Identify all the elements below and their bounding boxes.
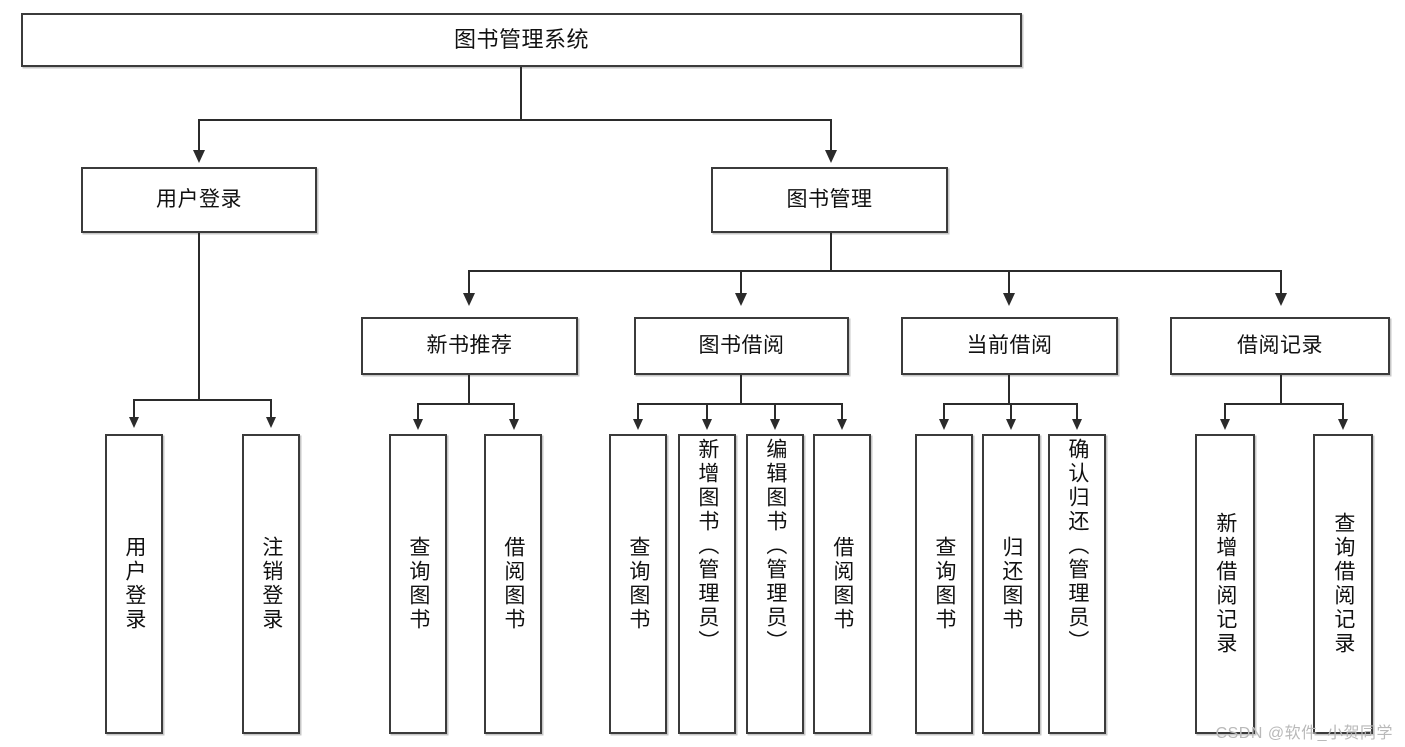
connector-user-login-to-leaf-2 <box>270 399 272 419</box>
node-label: 查询图书 <box>406 536 430 632</box>
arrowhead-user-login-leaf-1 <box>129 417 139 428</box>
connector-root-stem <box>520 67 522 120</box>
node-label: 查询图书 <box>932 536 956 632</box>
connector-book-management-stem <box>830 233 832 271</box>
connector-root-to-user-login <box>198 119 200 152</box>
node-label: 新增图书（管理员） <box>695 438 719 654</box>
connector-new-book-bus <box>417 403 514 405</box>
connector-book-borrow-stem <box>740 375 742 404</box>
arrowhead-root-to-book-management <box>825 150 837 163</box>
connector-bm-to-borrow-record <box>1280 270 1282 295</box>
connector-borrow-record-stem <box>1280 375 1282 404</box>
node-leaf-edit-book[interactable]: 编辑图书（管理员） <box>746 434 804 734</box>
connector-current-borrow-leaf-1 <box>943 403 945 420</box>
watermark-text: CSDN @软件_小贺同学 <box>1215 725 1393 742</box>
connector-root-to-book-management <box>830 119 832 152</box>
node-leaf-logout-login[interactable]: 注销登录 <box>242 434 300 734</box>
connector-current-borrow-leaf-3 <box>1076 403 1078 420</box>
arrowhead-new-book-leaf-2 <box>509 419 519 430</box>
node-label: 当前借阅 <box>966 333 1053 357</box>
connector-new-book-leaf-1 <box>417 403 419 420</box>
node-leaf-query-book-1[interactable]: 查询图书 <box>389 434 447 734</box>
arrowhead-book-borrow-leaf-4 <box>837 419 847 430</box>
node-root-system[interactable]: 图书管理系统 <box>21 13 1022 67</box>
arrowhead-borrow-record-leaf-1 <box>1220 419 1230 430</box>
connector-book-borrow-leaf-1 <box>637 403 639 420</box>
node-label: 借阅图书 <box>830 536 854 632</box>
connector-new-book-stem <box>468 375 470 404</box>
arrowhead-book-borrow-leaf-2 <box>702 419 712 430</box>
node-leaf-confirm-return[interactable]: 确认归还（管理员） <box>1048 434 1106 734</box>
node-user-login[interactable]: 用户登录 <box>81 167 317 233</box>
connector-current-borrow-leaf-2 <box>1010 403 1012 420</box>
node-leaf-add-record[interactable]: 新增借阅记录 <box>1195 434 1255 734</box>
node-leaf-query-book-2[interactable]: 查询图书 <box>609 434 667 734</box>
arrowhead-book-borrow-leaf-3 <box>770 419 780 430</box>
node-current-borrow[interactable]: 当前借阅 <box>901 317 1118 375</box>
node-label: 用户登录 <box>122 536 146 632</box>
connector-user-login-bus <box>133 399 271 401</box>
arrowhead-bm-to-book-borrow <box>735 293 747 306</box>
arrowhead-current-borrow-leaf-1 <box>939 419 949 430</box>
node-label: 查询图书 <box>626 536 650 632</box>
arrowhead-bm-to-new-book <box>463 293 475 306</box>
arrowhead-new-book-leaf-1 <box>413 419 423 430</box>
node-label: 新书推荐 <box>426 333 513 357</box>
connector-root-bus <box>198 119 832 121</box>
arrowhead-current-borrow-leaf-2 <box>1006 419 1016 430</box>
connector-borrow-record-leaf-1 <box>1224 403 1226 420</box>
connector-book-management-bus <box>468 270 1282 272</box>
arrowhead-bm-to-current-borrow <box>1003 293 1015 306</box>
node-label: 编辑图书（管理员） <box>763 438 787 654</box>
node-label: 新增借阅记录 <box>1213 512 1237 656</box>
node-leaf-user-login[interactable]: 用户登录 <box>105 434 163 734</box>
node-label: 用户登录 <box>156 187 242 211</box>
arrowhead-book-borrow-leaf-1 <box>633 419 643 430</box>
node-label: 确认归还（管理员） <box>1065 438 1089 654</box>
connector-book-borrow-bus <box>637 403 842 405</box>
node-new-book-recommend[interactable]: 新书推荐 <box>361 317 578 375</box>
node-leaf-query-book-3[interactable]: 查询图书 <box>915 434 973 734</box>
connector-user-login-to-leaf-1 <box>133 399 135 419</box>
node-label: 借阅记录 <box>1237 333 1323 357</box>
connector-book-borrow-leaf-3 <box>774 403 776 420</box>
arrowhead-user-login-leaf-2 <box>266 417 276 428</box>
node-book-borrow[interactable]: 图书借阅 <box>634 317 849 375</box>
node-leaf-return-book[interactable]: 归还图书 <box>982 434 1040 734</box>
connector-bm-to-current-borrow <box>1008 270 1010 295</box>
arrowhead-borrow-record-leaf-2 <box>1338 419 1348 430</box>
node-label: 图书管理 <box>786 187 873 211</box>
arrowhead-root-to-user-login <box>193 150 205 163</box>
node-leaf-query-record[interactable]: 查询借阅记录 <box>1313 434 1373 734</box>
node-leaf-add-book[interactable]: 新增图书（管理员） <box>678 434 736 734</box>
node-label: 借阅图书 <box>501 536 525 632</box>
node-borrow-record[interactable]: 借阅记录 <box>1170 317 1390 375</box>
connector-user-login-stem <box>198 233 200 400</box>
arrowhead-bm-to-borrow-record <box>1275 293 1287 306</box>
node-leaf-borrow-book-2[interactable]: 借阅图书 <box>813 434 871 734</box>
node-book-management[interactable]: 图书管理 <box>711 167 948 233</box>
connector-bm-to-book-borrow <box>740 270 742 295</box>
arrowhead-current-borrow-leaf-3 <box>1072 419 1082 430</box>
connector-bm-to-new-book <box>468 270 470 295</box>
connector-new-book-leaf-2 <box>513 403 515 420</box>
connector-borrow-record-bus <box>1224 403 1343 405</box>
node-label: 图书管理系统 <box>453 26 589 52</box>
connector-book-borrow-leaf-2 <box>706 403 708 420</box>
connector-book-borrow-leaf-4 <box>841 403 843 420</box>
node-label: 查询借阅记录 <box>1331 512 1355 656</box>
node-label: 注销登录 <box>259 536 283 632</box>
node-label: 归还图书 <box>999 536 1023 632</box>
node-label: 图书借阅 <box>698 333 785 357</box>
node-leaf-borrow-book-1[interactable]: 借阅图书 <box>484 434 542 734</box>
connector-current-borrow-stem <box>1008 375 1010 404</box>
connector-borrow-record-leaf-2 <box>1342 403 1344 420</box>
